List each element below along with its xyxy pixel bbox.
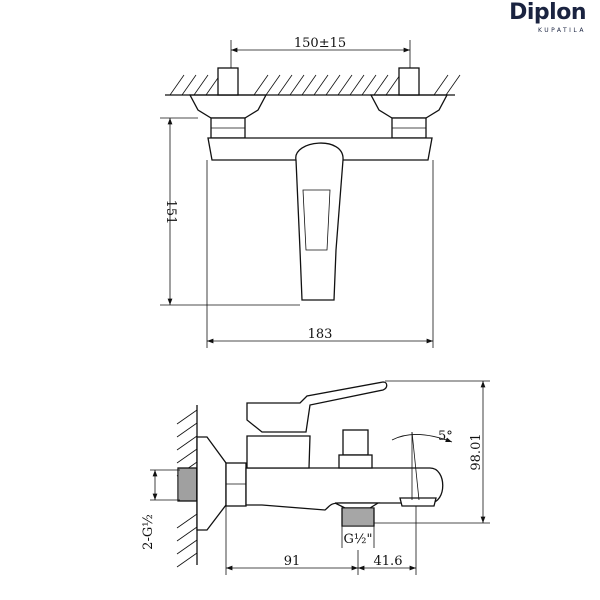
left-connector: [188, 67, 268, 139]
hatch-line: [337, 74, 353, 96]
hatch-line: [176, 552, 198, 568]
hatch-line: [265, 74, 281, 96]
side-view: 98.01 5° 2-G½ G½" 91 41.6: [141, 380, 490, 575]
hatch-line: [433, 74, 449, 96]
dim-outlet-thread: G½": [344, 532, 373, 547]
hatch-line: [169, 74, 185, 96]
brand-name: Diplon: [509, 0, 586, 25]
front-view: 150±15 151 183: [160, 36, 461, 348]
hatch-line: [176, 435, 198, 451]
hatch-line: [373, 74, 389, 96]
dim-angle: 5°: [438, 429, 453, 444]
hatch-line: [361, 74, 377, 96]
diverter-tip: [399, 497, 437, 507]
hatch-line: [253, 74, 269, 96]
right-connector: [369, 67, 449, 139]
escutcheon: [196, 436, 227, 531]
wall-hatching: [169, 74, 461, 96]
brand-logo: Diplon KUPATILA: [509, 0, 586, 34]
hatch-line: [181, 74, 197, 96]
dim-spacing: 150±15: [294, 36, 346, 51]
hex-nut: [225, 462, 247, 507]
diverter-knob: [342, 429, 369, 456]
hatch-line: [176, 409, 198, 425]
brand-tagline: KUPATILA: [537, 27, 586, 34]
hatch-line: [445, 74, 461, 96]
hatch-line: [289, 74, 305, 96]
hatch-line: [385, 74, 401, 96]
hatch-line: [176, 513, 198, 529]
dim-inlet-thread: 2-G½: [141, 514, 156, 550]
outlet-thread: [341, 507, 375, 527]
lever-handle: [295, 142, 344, 301]
dim-height: 151: [163, 200, 178, 225]
hatch-line: [176, 539, 198, 555]
dim-outlet-to-spout: 41.6: [374, 554, 403, 569]
hatch-line: [176, 526, 198, 542]
hatch-line: [277, 74, 293, 96]
dim-side-height: 98.01: [469, 433, 484, 470]
dim-wall-to-outlet: 91: [284, 554, 301, 569]
dim-width: 183: [308, 327, 333, 342]
hatch-line: [349, 74, 365, 96]
hatch-line: [313, 74, 329, 96]
side-lever-handle: [246, 381, 388, 433]
hatch-line: [176, 448, 198, 464]
hatch-line: [176, 422, 198, 438]
hatch-line: [193, 74, 209, 96]
hatch-line: [301, 74, 317, 96]
hatch-line: [325, 74, 341, 96]
